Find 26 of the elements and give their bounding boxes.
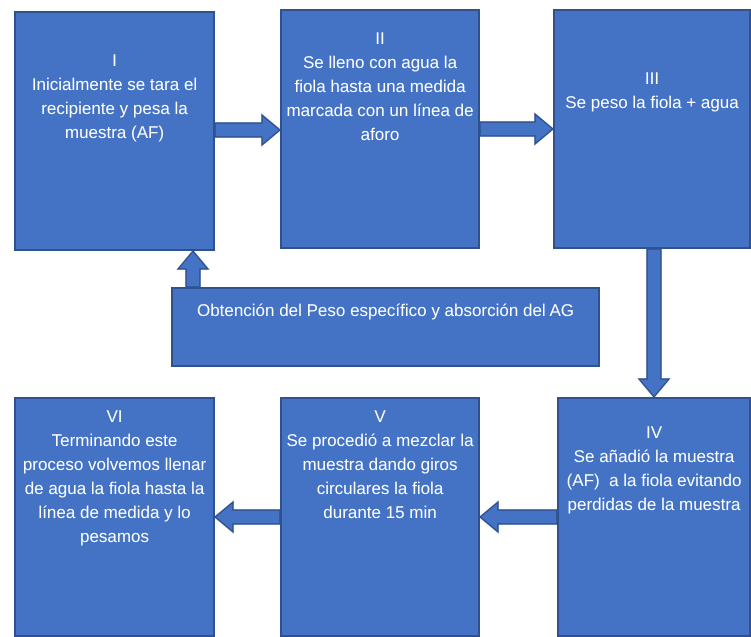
process-box	[14, 397, 215, 637]
step-number: II	[374, 28, 386, 50]
step-text: Se procedió a mezclar la muestra dando giros circulares la fiola durante 15 min	[286, 430, 474, 524]
block-arrow	[479, 112, 554, 146]
step-number: III	[644, 68, 660, 90]
block-arrow	[214, 500, 281, 534]
step-text: Obtención del Peso específico y absorción del AG	[196, 300, 576, 322]
step-text: Se peso la fiola + agua	[564, 92, 740, 114]
step-text: Se añadió la muestra (AF) a la fiola evitando perdidas de la muestra	[566, 446, 742, 516]
step-text: Inicialmente se tara el recipiente y pesa la muestra (AF)	[30, 74, 198, 144]
block-arrow	[176, 250, 210, 288]
block-arrow	[478, 500, 558, 534]
process-box	[14, 11, 215, 251]
step-number: I	[111, 50, 118, 72]
process-box	[553, 9, 751, 249]
step-number: V	[373, 406, 387, 428]
process-box	[280, 397, 480, 637]
step-number: IV	[644, 422, 664, 444]
step-text: Se lleno con agua la fiola hasta una medida marcada con un línea de aforo	[286, 52, 474, 146]
block-arrow	[214, 113, 282, 147]
process-box	[280, 9, 480, 249]
process-box	[557, 397, 751, 637]
block-arrow	[637, 248, 671, 398]
step-number: VI	[105, 406, 124, 428]
process-box	[171, 287, 600, 367]
step-text: Terminando este proceso volvemos llenar de agua la fiola hasta la línea de medida y lo pesamos	[22, 430, 208, 548]
